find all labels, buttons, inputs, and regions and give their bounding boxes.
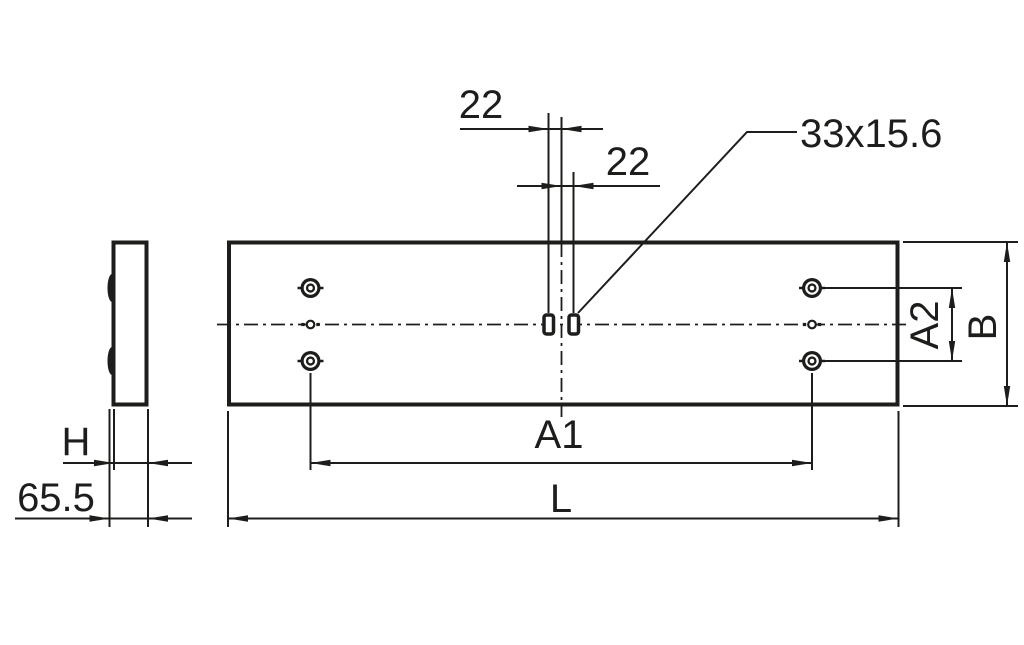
slot-left: [542, 313, 556, 336]
arrowhead: [148, 515, 168, 522]
arrowhead: [878, 515, 899, 522]
arrowhead: [1003, 242, 1011, 262]
arrowhead: [89, 515, 110, 522]
dim-label-slot-offset-left: 22: [459, 83, 504, 127]
dim-label-depth: 65.5: [17, 476, 95, 520]
arrowhead: [148, 459, 168, 467]
dim-label-slot-size: 33x15.6: [800, 112, 942, 156]
dim-label-slot-offset-right: 22: [606, 140, 651, 184]
arrowhead: [310, 459, 331, 467]
front-view: [217, 117, 907, 417]
right-dimensions: A2 B: [824, 241, 1018, 407]
plate-outline: [227, 240, 900, 407]
side-view-dimensions: H 65.5: [15, 409, 192, 527]
leader-line: [577, 131, 797, 314]
dim-label-hole-pitch-horizontal: A1: [535, 413, 584, 457]
dim-label-plate-length: L: [550, 477, 572, 521]
arrowhead: [948, 288, 956, 308]
side-view: [107, 240, 149, 407]
arrowhead: [228, 515, 248, 522]
arrowhead: [541, 182, 562, 190]
bottom-dimensions: A1 L: [227, 373, 900, 527]
dim-label-hole-pitch-vertical: A2: [903, 301, 947, 350]
arrowhead: [948, 341, 956, 361]
slot-right: [567, 313, 581, 336]
arrowhead: [561, 125, 582, 133]
arrowhead: [573, 182, 594, 190]
arrowhead: [792, 459, 812, 467]
dim-label-plate-width: B: [961, 314, 1005, 341]
dim-label-thickness: H: [62, 420, 91, 464]
top-dimensions: 22 22 33x15.6: [459, 83, 942, 314]
side-view-outline: [111, 240, 149, 407]
arrowhead: [94, 459, 114, 467]
arrowhead: [528, 125, 549, 133]
arrowhead: [1003, 386, 1011, 406]
